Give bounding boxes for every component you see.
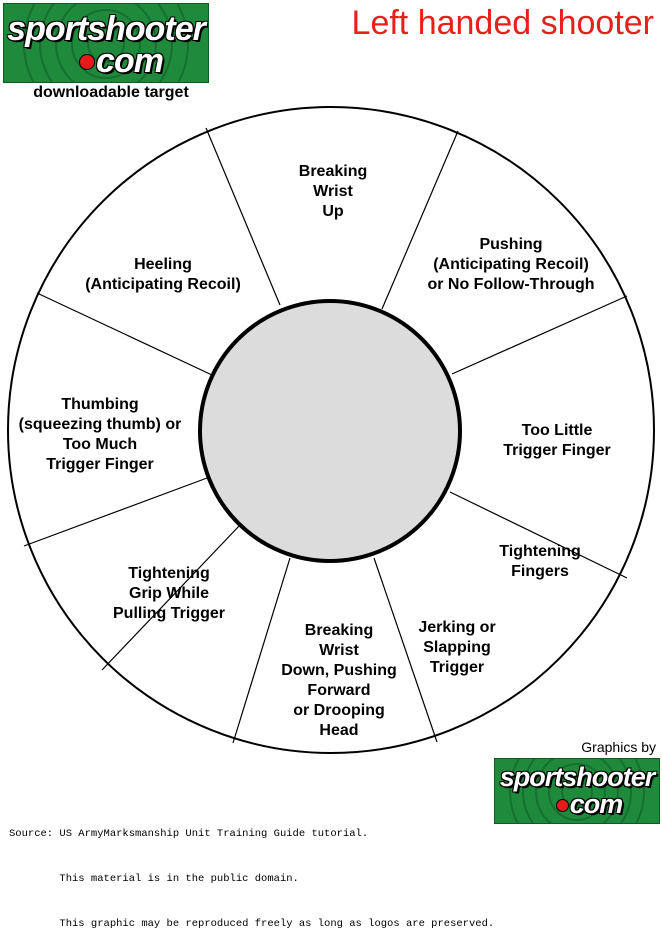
source-footer: Source: US ArmyMarksmanship Unit Trainin… [9, 797, 494, 947]
divider-line [451, 295, 628, 375]
label-line: Fingers [511, 563, 569, 580]
label-line: Too Little [521, 422, 593, 439]
tagline: downloadable target [33, 84, 189, 101]
logo-wordmark: sportshooter [499, 762, 656, 792]
segment-dividers [23, 127, 628, 744]
label-line: Thumbing [61, 396, 139, 413]
graphics-credit: Graphics by [581, 739, 656, 755]
label-heeling: Heeling (Anticipating Recoil) [85, 255, 241, 295]
label-line: Head [319, 722, 359, 739]
label-thumbing: Thumbing (squeezing thumb) or Too Much T… [19, 395, 182, 475]
label-line: Heeling [134, 256, 192, 273]
label-line: Slapping [423, 639, 491, 656]
footer-line: Source: US ArmyMarksmanship Unit Trainin… [9, 828, 369, 840]
logo-domain: com [495, 789, 659, 820]
label-line: Down, Pushing [281, 662, 397, 679]
label-jerking: Jerking or Slapping Trigger [418, 618, 495, 678]
label-breaking-wrist-up: Breaking Wrist Up [299, 162, 367, 222]
label-line: (squeezing thumb) or [18, 416, 182, 433]
logo-domain-text: com [569, 789, 624, 819]
divider-line [449, 491, 628, 579]
label-line: Trigger Finger [503, 442, 611, 459]
label-line: Wrist [319, 642, 359, 659]
red-dot-icon [555, 799, 569, 812]
target-rings-icon [509, 759, 645, 823]
logo-domain: com [4, 42, 208, 81]
label-line: Tightening [499, 543, 581, 560]
label-line: Jerking or [418, 619, 496, 636]
divider-line [205, 127, 281, 306]
shooting-target-diagram [7, 106, 655, 754]
sportshooter-logo-small: sportshooter com [494, 758, 660, 824]
divider-line [101, 524, 241, 671]
label-line: or Drooping [293, 702, 385, 719]
target-rings-icon [23, 4, 189, 82]
divider-line [373, 557, 438, 743]
logo-wordmark: sportshooter [7, 10, 206, 48]
label-line: Breaking [304, 622, 374, 639]
label-line: Trigger [429, 659, 485, 676]
label-breaking-wrist-down: Breaking Wrist Down, Pushing Forward or … [281, 621, 397, 741]
bullseye [198, 299, 462, 563]
label-tightening-grip: Tightening Grip While Pulling Trigger [113, 564, 225, 624]
label-line: Wrist [313, 183, 353, 200]
label-line: Tightening [128, 565, 210, 582]
divider-line [232, 557, 291, 744]
logo-domain-text: com [96, 42, 164, 80]
sportshooter-logo: sportshooter com [3, 3, 209, 83]
label-tightening-fingers: Tightening Fingers [499, 542, 580, 582]
label-too-little-trigger-finger: Too Little Trigger Finger [503, 421, 611, 461]
label-line: Up [322, 203, 344, 220]
footer-line: This material is in the public domain. [9, 873, 299, 885]
label-line: Trigger Finger [46, 456, 154, 473]
label-line: Grip While [128, 585, 209, 602]
label-line: (Anticipating Recoil) [85, 276, 241, 293]
divider-line [23, 477, 208, 547]
label-line: Pulling Trigger [112, 605, 226, 622]
page-title: Left handed shooter [351, 4, 654, 42]
label-line: Too Much [62, 436, 138, 453]
label-line: (Anticipating Recoil) [433, 256, 589, 273]
label-line: Forward [307, 682, 371, 699]
label-line: Breaking [298, 163, 368, 180]
label-line: Pushing [479, 236, 543, 253]
label-pushing: Pushing (Anticipating Recoil) or No Foll… [427, 235, 594, 295]
divider-line [381, 130, 459, 310]
divider-line [36, 292, 213, 376]
red-dot-icon [79, 54, 96, 70]
footer-line: This graphic may be reproduced freely as… [9, 918, 495, 930]
label-line: or No Follow-Through [427, 276, 595, 293]
